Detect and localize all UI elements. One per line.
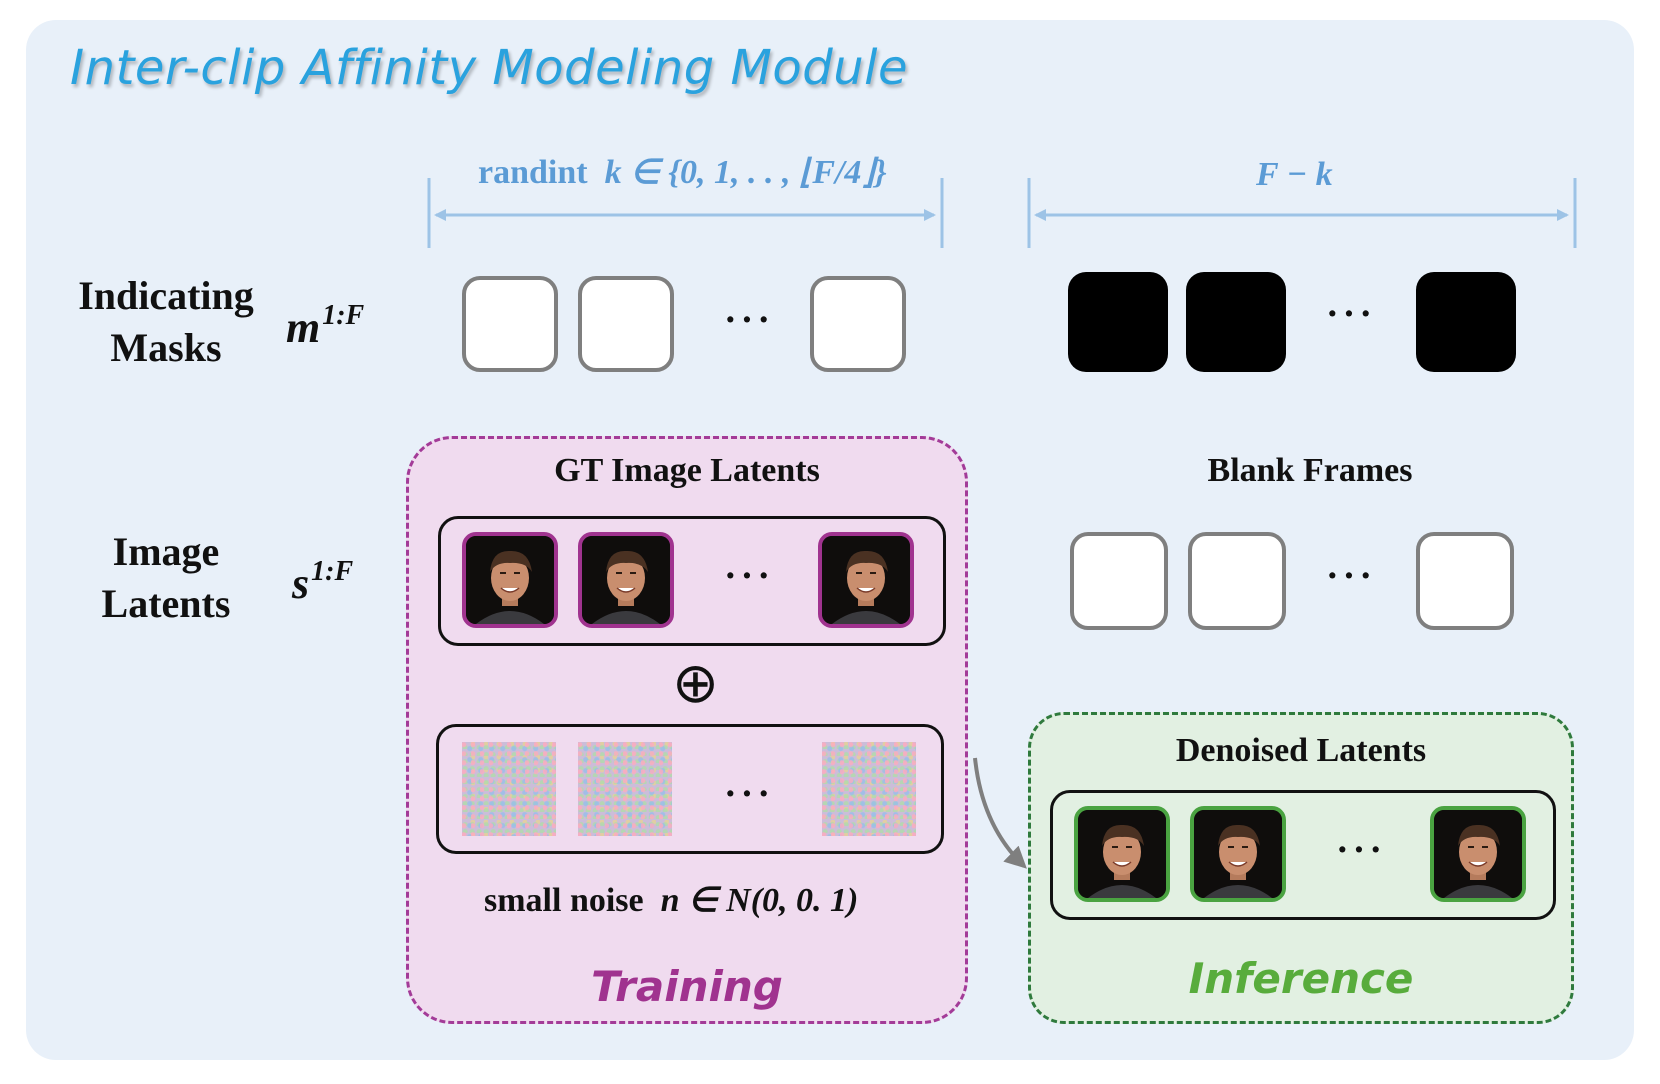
- mask-tile-white: [578, 276, 674, 372]
- face-portrait-icon: [1194, 810, 1282, 898]
- gt-ellipsis: ···: [724, 555, 775, 597]
- image-latents-label: Image Latents: [60, 526, 272, 630]
- mask-symbol-superscript: 1:F: [322, 300, 365, 331]
- add-operator: ⊕: [672, 651, 719, 716]
- mask-symbol: m1:F: [286, 300, 364, 353]
- mask-ellipsis-left: ···: [724, 299, 775, 341]
- gt-face-frame: [818, 532, 914, 628]
- face-portrait-icon: [1434, 810, 1522, 898]
- gt-face-frame: [578, 532, 674, 628]
- denoised-strip: [1050, 790, 1556, 920]
- blank-frame-tile: [1070, 532, 1168, 630]
- image-latents-line2: Latents: [101, 581, 231, 626]
- noise-tile: [822, 742, 916, 836]
- latent-symbol-superscript: 1:F: [311, 556, 354, 587]
- training-caption: Training: [591, 962, 783, 1011]
- face-portrait-icon: [1078, 810, 1166, 898]
- indicating-masks-line2: Masks: [110, 325, 222, 370]
- noise-tile: [462, 742, 556, 836]
- noise-tile: [578, 742, 672, 836]
- module-title: Inter-clip Affinity Modeling Module: [70, 40, 908, 96]
- small-noise-label: small noise n ∈ N(0, 0. 1): [484, 880, 858, 920]
- latent-symbol: s1:F: [292, 556, 353, 609]
- image-latents-line1: Image: [112, 529, 220, 574]
- denoised-latents-title: Denoised Latents: [1175, 732, 1427, 769]
- train-to-infer-arrow: [973, 757, 1027, 869]
- span-left-math: k ∈ {0, 1, . . , ⌊F/4⌋}: [604, 154, 887, 191]
- denoised-ellipsis: ···: [1336, 829, 1387, 871]
- blank-frame-tile: [1416, 532, 1514, 630]
- inference-caption: Inference: [1188, 954, 1414, 1003]
- small-noise-text: small noise: [484, 882, 644, 919]
- blank-frame-tile: [1188, 532, 1286, 630]
- mask-tile-white: [462, 276, 558, 372]
- denoised-face-frame: [1190, 806, 1286, 902]
- mask-tile-black: [1416, 272, 1516, 372]
- latent-symbol-base: s: [292, 559, 310, 608]
- denoised-face-frame: [1074, 806, 1170, 902]
- mask-symbol-base: m: [286, 303, 321, 352]
- small-noise-math: n ∈ N(0, 0. 1): [660, 882, 859, 919]
- span-left-label: randint k ∈ {0, 1, . . , ⌊F/4⌋}: [478, 152, 887, 192]
- span-right-math: F − k: [1256, 156, 1333, 193]
- blank-ellipsis: ···: [1326, 555, 1377, 597]
- span-right-label: F − k: [1256, 156, 1333, 194]
- mask-ellipsis-right: ···: [1326, 293, 1377, 335]
- mask-tile-black: [1186, 272, 1286, 372]
- mask-tile-white: [810, 276, 906, 372]
- face-portrait-icon: [582, 536, 670, 624]
- indicating-masks-line1: Indicating: [78, 273, 254, 318]
- noise-ellipsis: ···: [724, 773, 775, 815]
- gt-face-frame: [462, 532, 558, 628]
- face-portrait-icon: [822, 536, 910, 624]
- denoised-face-frame: [1430, 806, 1526, 902]
- blank-frames-title: Blank Frames: [1207, 452, 1413, 489]
- face-portrait-icon: [466, 536, 554, 624]
- gt-latents-strip: [438, 516, 946, 646]
- gt-image-latents-title: GT Image Latents: [554, 452, 820, 489]
- indicating-masks-label: Indicating Masks: [60, 270, 272, 374]
- span-left-text: randint: [478, 154, 588, 191]
- mask-tile-black: [1068, 272, 1168, 372]
- noise-strip: [436, 724, 944, 854]
